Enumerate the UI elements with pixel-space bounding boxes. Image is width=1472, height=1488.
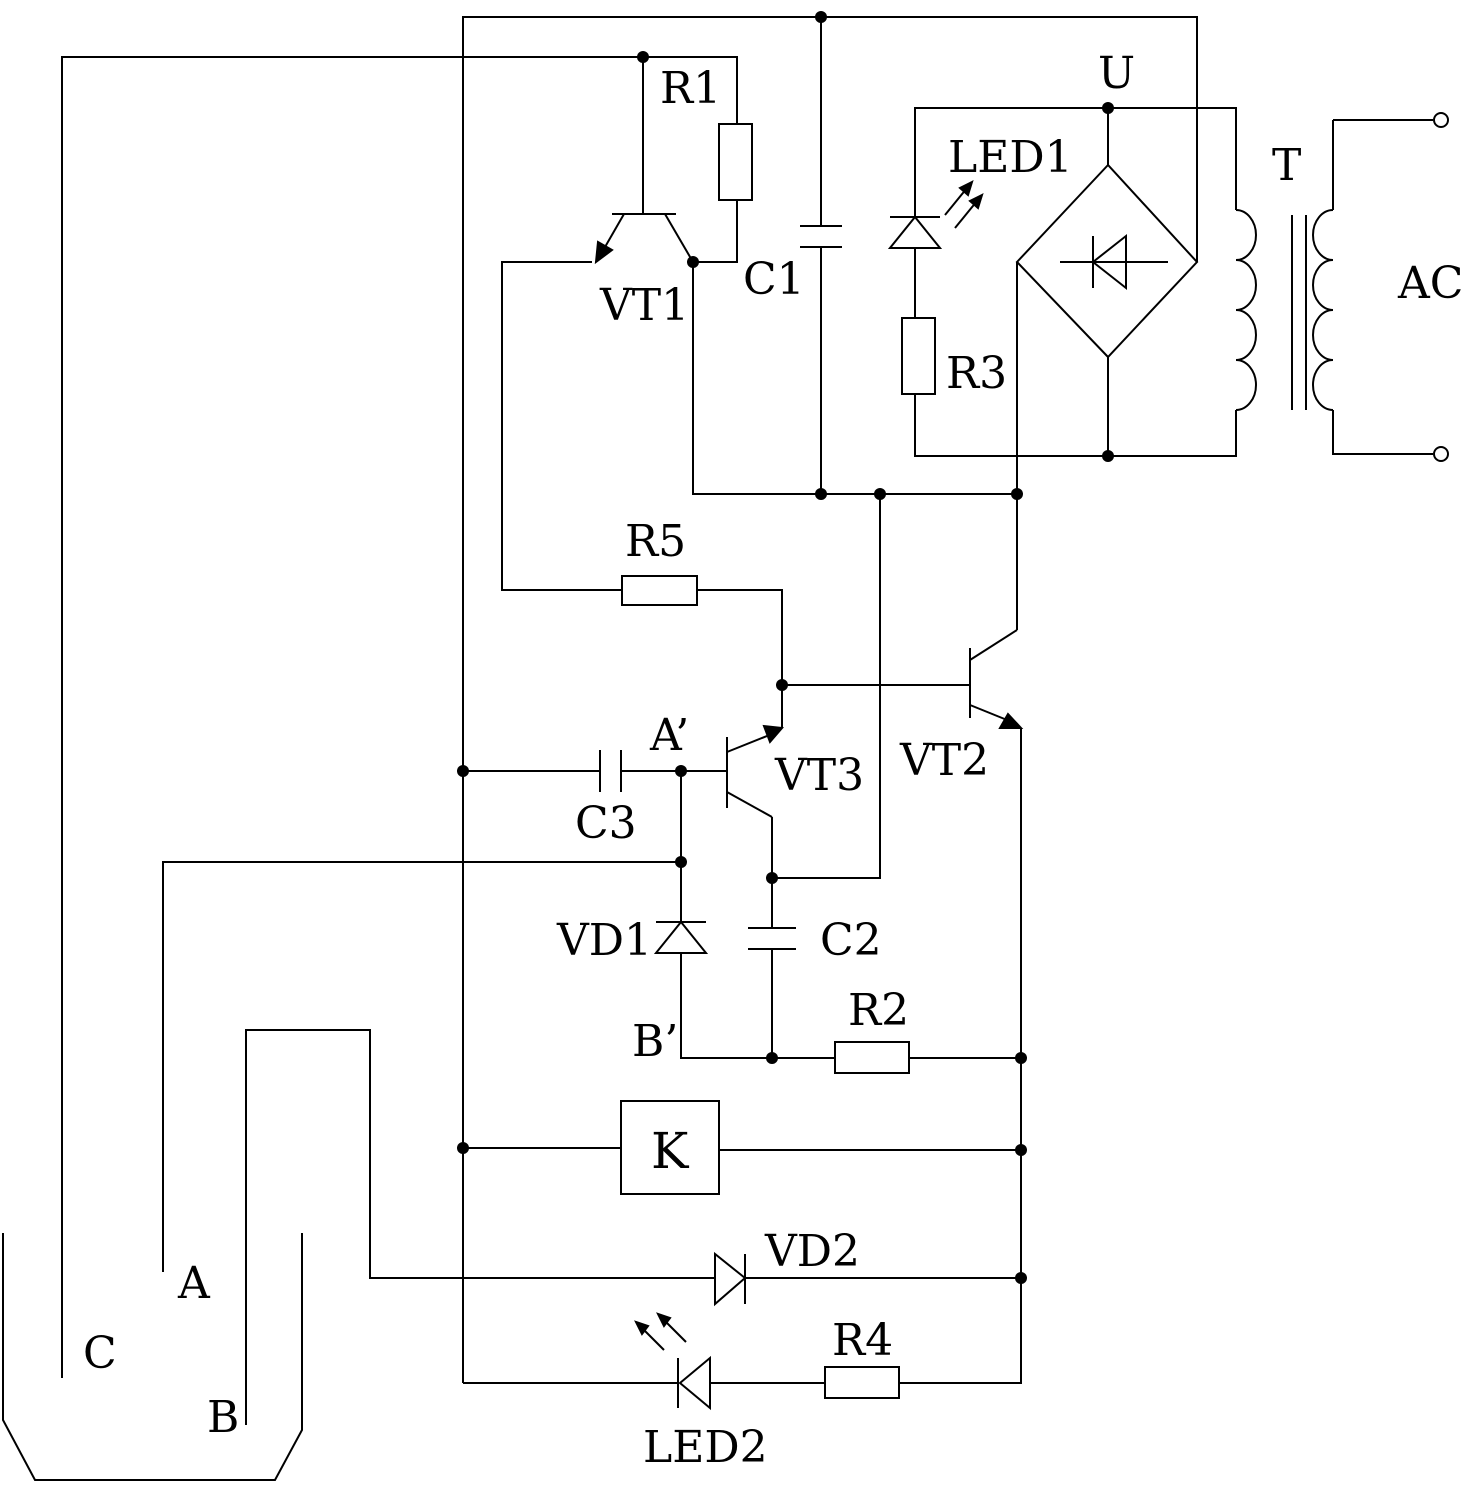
diode-vd2 (714, 1251, 1021, 1307)
probe-c (61, 56, 643, 1378)
label-vt3: VT3 (774, 750, 864, 801)
label-k: K (651, 1122, 690, 1180)
probe-a (162, 861, 681, 1272)
label-r5: R5 (625, 516, 686, 567)
resistor-r5 (621, 575, 783, 728)
water-vessel (2, 1233, 303, 1481)
label-c3: C3 (575, 798, 637, 849)
led2 (463, 1312, 825, 1411)
junction-dots (457, 11, 1114, 1284)
label-vd2: VD2 (764, 1226, 860, 1277)
transistor-vt3 (681, 494, 881, 879)
capacitor-c2 (748, 878, 796, 1058)
transformer-t (1235, 112, 1449, 462)
label-vt2: VT2 (899, 735, 989, 786)
capacitor-c1 (800, 17, 842, 494)
label-a-prime: A’ (649, 710, 689, 761)
label-c2: C2 (820, 915, 882, 966)
label-r3: R3 (946, 348, 1007, 399)
transistor-vt2 (782, 494, 1024, 729)
label-vt1: VT1 (599, 280, 689, 331)
relay-k (463, 1100, 1021, 1195)
label-c: C (83, 1328, 117, 1379)
label-u: U (1098, 48, 1135, 99)
resistor-r1 (643, 56, 753, 263)
resistor-r3 (901, 317, 1237, 457)
label-led1: LED1 (948, 132, 1073, 183)
label-r4: R4 (832, 1315, 893, 1366)
label-c1: C1 (743, 254, 805, 305)
label-r1: R1 (660, 63, 721, 114)
led1 (887, 107, 1108, 318)
left-rail (462, 16, 1198, 1383)
label-ac: AC (1397, 258, 1463, 309)
resistor-r2 (834, 1041, 1021, 1074)
label-r2: R2 (848, 985, 909, 1036)
resistor-r4 (824, 1278, 1022, 1399)
label-b: B (207, 1392, 239, 1443)
transistor-vt1 (501, 57, 694, 591)
label-a: A (177, 1258, 211, 1309)
probe-b (245, 1029, 715, 1425)
capacitor-c3 (463, 750, 681, 792)
label-t: T (1272, 140, 1301, 191)
bridge-rectifier-u (1015, 107, 1237, 456)
diode-vd1 (653, 771, 835, 1059)
label-b-prime: B’ (632, 1016, 678, 1067)
label-led2: LED2 (643, 1422, 768, 1473)
label-vd1: VD1 (556, 915, 652, 966)
